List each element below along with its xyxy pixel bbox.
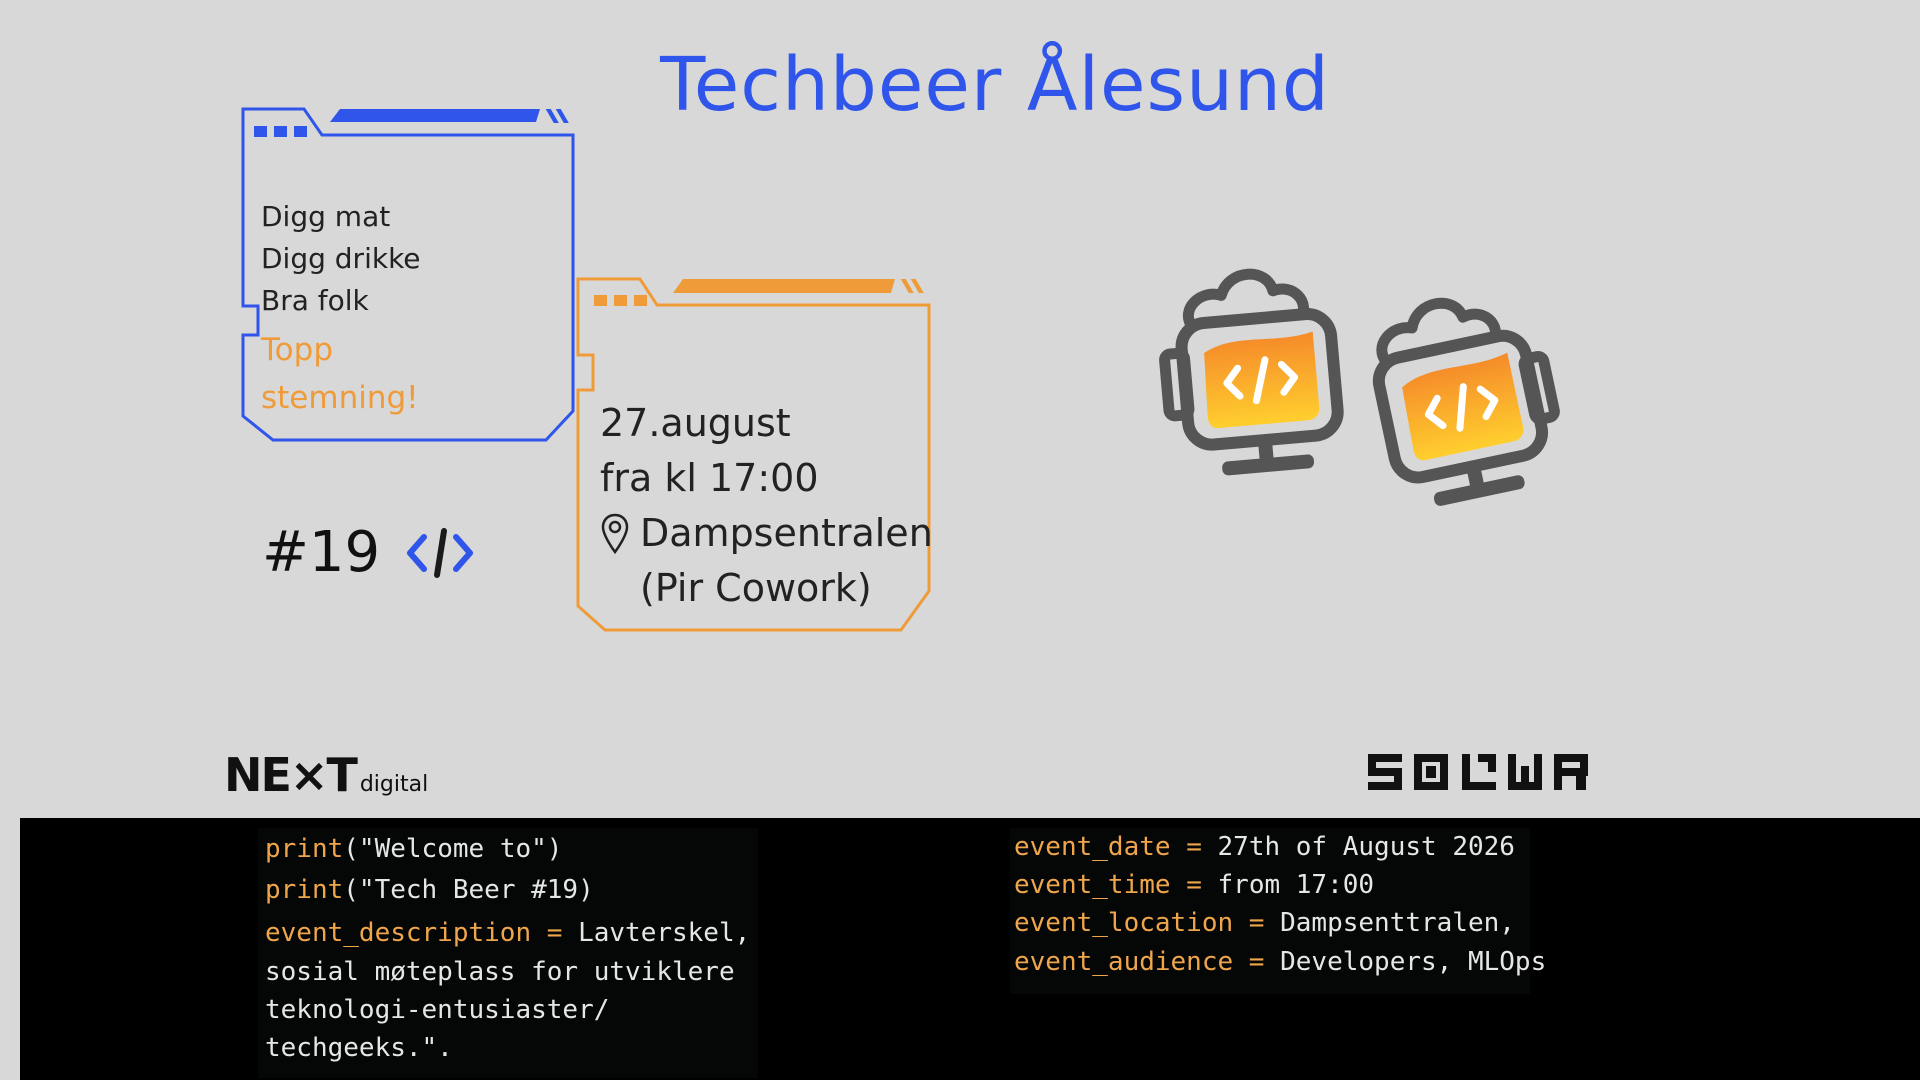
code-eq: = <box>1233 908 1281 938</box>
window-dot <box>634 295 647 306</box>
next-digital-logo: NE×T digital <box>224 748 428 802</box>
window-dot <box>254 126 267 137</box>
blue-card-line: Digg mat <box>261 200 391 233</box>
code-key: event_date <box>1014 832 1171 862</box>
code-value: from 17:00 <box>1217 870 1375 900</box>
blue-card-accent: Topp stemning! <box>261 332 419 416</box>
code-fn: print <box>265 875 344 905</box>
window-dot <box>594 295 607 306</box>
code-line: event_audience = Developers, MLOps <box>1014 947 1546 977</box>
orange-card-text: 27.august fra kl 17:00 Dampsentralen (Pi… <box>600 396 933 616</box>
code-key: event_location <box>1014 908 1234 938</box>
code-line: print("Welcome to") <box>265 834 562 864</box>
code-eq: = <box>531 918 579 948</box>
code-value: Lavterskel, <box>578 918 751 948</box>
blue-card-line: Digg drikke <box>261 242 421 275</box>
code-line: event_location = Dampsenttralen, <box>1014 908 1515 938</box>
code-arg: ("Welcome to") <box>343 834 563 864</box>
code-key: event_audience <box>1014 947 1234 977</box>
code-eq: = <box>1170 832 1218 862</box>
code-fn: print <box>265 834 344 864</box>
solwr-logo <box>1368 754 1588 790</box>
code-line: print("Tech Beer #19) <box>265 875 594 905</box>
code-line: event_date = 27th of August 2026 <box>1014 832 1515 862</box>
code-value: 27th of August 2026 <box>1217 832 1515 862</box>
orange-card-frame <box>576 277 931 632</box>
code-arg: ("Tech Beer #19) <box>343 875 594 905</box>
window-dot <box>614 295 627 306</box>
code-key: event_time <box>1014 870 1171 900</box>
two-beer-monitors-icon <box>1159 268 1560 506</box>
window-dot <box>274 126 287 137</box>
event-date: 27.august <box>600 401 791 445</box>
window-dot <box>294 126 307 137</box>
event-location-label: Dampsentralen <box>640 511 933 555</box>
blue-card-line: Bra folk <box>261 284 369 317</box>
blue-card-text: Digg mat Digg drikke Bra folk <box>261 196 421 322</box>
code-eq: = <box>1233 947 1281 977</box>
code-line: sosial møteplass for utviklere <box>265 957 735 987</box>
code-value: Developers, MLOps <box>1280 947 1547 977</box>
code-terminal: print("Welcome to") print("Tech Beer #19… <box>20 818 1920 1080</box>
map-pin-icon <box>601 513 629 554</box>
code-brackets-icon <box>407 527 474 578</box>
code-value: Dampsenttralen, <box>1280 908 1515 938</box>
next-logo-main: NE×T <box>224 748 358 802</box>
code-key: event_description <box>265 918 532 948</box>
code-eq: = <box>1170 870 1218 900</box>
code-line: techgeeks.". <box>265 1033 453 1063</box>
episode-number: #19 <box>262 520 381 585</box>
episode-label: #19 <box>262 520 476 585</box>
page-title: Techbeer Ålesund <box>660 42 1330 128</box>
code-line: event_time = from 17:00 <box>1014 870 1374 900</box>
code-right-panel <box>1010 828 1530 994</box>
event-location-sub: (Pir Cowork) <box>640 566 872 610</box>
next-logo-sub: digital <box>359 772 429 797</box>
code-left-panel <box>258 828 758 1078</box>
code-line: teknologi-entusiaster/ <box>265 995 610 1025</box>
blue-card-frame <box>241 107 575 442</box>
event-location: Dampsentralen <box>600 506 933 561</box>
code-line: event_description = Lavterskel, <box>265 918 750 948</box>
event-time: fra kl 17:00 <box>600 456 819 500</box>
